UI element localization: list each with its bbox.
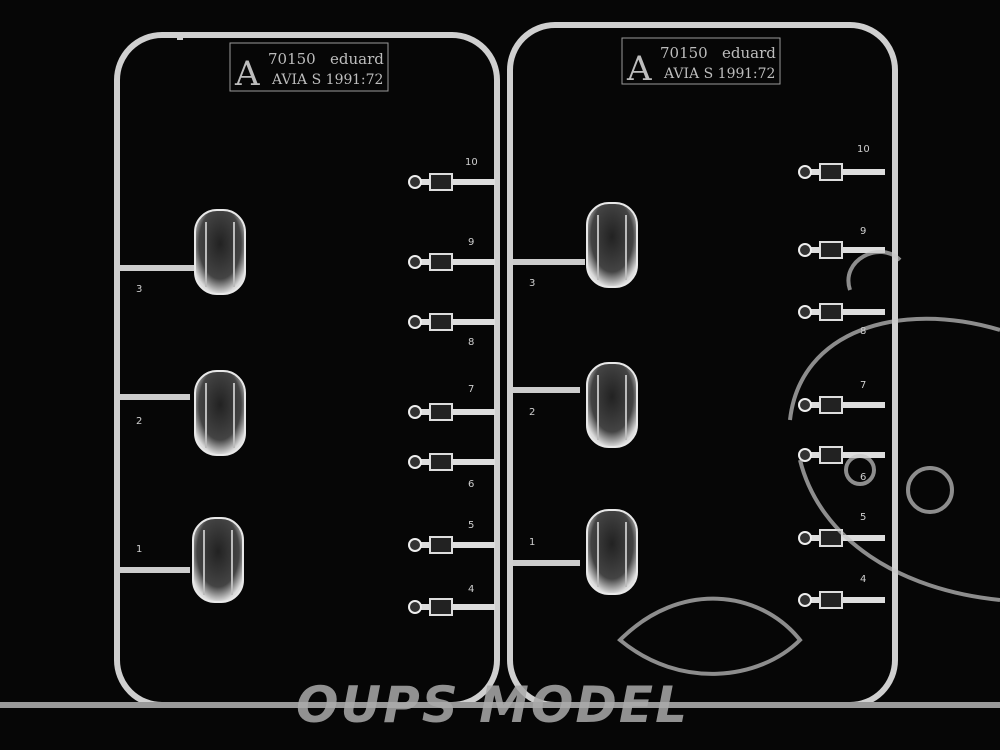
svg-text:7: 7 bbox=[468, 384, 474, 395]
svg-text:3: 3 bbox=[136, 284, 142, 295]
svg-text:AVIA S 199: AVIA S 199 bbox=[663, 66, 744, 82]
watermark-mascot-logo bbox=[617, 249, 1000, 676]
svg-text:5: 5 bbox=[860, 512, 866, 523]
svg-text:7: 7 bbox=[860, 380, 866, 391]
svg-text:70150: 70150 bbox=[660, 44, 708, 62]
svg-text:3: 3 bbox=[529, 278, 535, 289]
svg-text:2: 2 bbox=[136, 416, 142, 427]
svg-text:2: 2 bbox=[529, 407, 535, 418]
svg-text:6: 6 bbox=[468, 479, 474, 490]
svg-text:10: 10 bbox=[857, 144, 870, 155]
svg-text:9: 9 bbox=[860, 226, 866, 237]
svg-text:9: 9 bbox=[468, 237, 474, 248]
small-parts-right bbox=[799, 164, 885, 608]
svg-text:6: 6 bbox=[860, 472, 866, 483]
small-parts-left bbox=[409, 174, 495, 615]
svg-text:8: 8 bbox=[468, 337, 474, 348]
svg-text:1:72: 1:72 bbox=[352, 72, 383, 88]
svg-text:5: 5 bbox=[468, 520, 474, 531]
svg-text:A: A bbox=[234, 54, 260, 94]
svg-text:eduard: eduard bbox=[722, 44, 776, 62]
svg-text:1: 1 bbox=[529, 537, 535, 548]
part-numbers-right: 3 2 1 10 9 8 7 6 5 4 bbox=[529, 144, 870, 585]
sprue-label-right: A 70150 eduard AVIA S 199 1:72 bbox=[621, 37, 781, 89]
svg-text:eduard: eduard bbox=[330, 50, 384, 68]
svg-text:4: 4 bbox=[860, 574, 866, 585]
sprue-label-left: A 70150 eduard AVIA S 199 1:72 bbox=[229, 42, 389, 94]
svg-text:70150: 70150 bbox=[268, 50, 316, 68]
svg-text:1:72: 1:72 bbox=[744, 66, 775, 82]
svg-text:1: 1 bbox=[136, 544, 142, 555]
canopy-parts-right bbox=[513, 202, 638, 595]
svg-text:A: A bbox=[626, 49, 652, 89]
part-numbers-left: 3 2 1 10 9 8 7 6 5 4 bbox=[136, 157, 478, 595]
svg-text:AVIA S 199: AVIA S 199 bbox=[271, 72, 352, 88]
svg-text:8: 8 bbox=[860, 326, 866, 337]
svg-text:4: 4 bbox=[468, 584, 474, 595]
canopy-parts-left bbox=[120, 209, 246, 603]
svg-text:10: 10 bbox=[465, 157, 478, 168]
watermark-text: OUPS MODEL bbox=[296, 676, 689, 734]
